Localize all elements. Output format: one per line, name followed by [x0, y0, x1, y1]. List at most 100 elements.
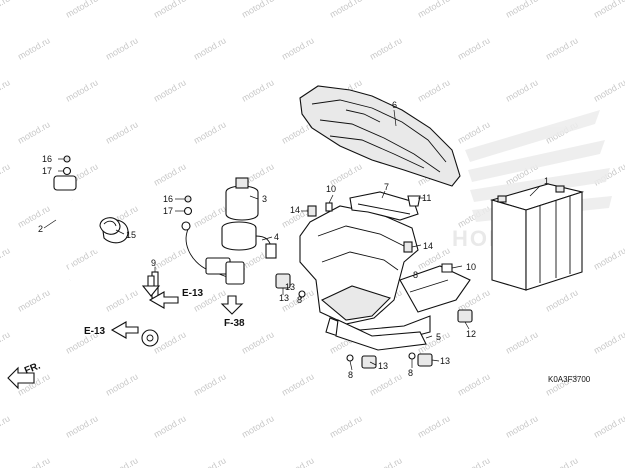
watermark-text: motod.ru: [64, 0, 100, 20]
watermark-text: motod.ru: [416, 413, 452, 439]
watermark-text: motod.ru: [592, 413, 625, 439]
watermark-text: motod.ru: [504, 77, 540, 103]
part-callout-9: 9: [151, 258, 156, 268]
watermark-text: motod.ru: [592, 329, 625, 355]
watermark-text: motod.ru: [64, 413, 100, 439]
front-arrow-icon: [7, 366, 35, 390]
watermark-text: motod.ru: [0, 77, 12, 103]
watermark-text: motod.ru: [456, 35, 492, 61]
watermark-text: motod.ru: [240, 413, 276, 439]
part-4-battery-tray: [299, 205, 471, 343]
front-direction-label: FR.: [23, 360, 42, 376]
part-callout-12: 12: [466, 329, 476, 339]
watermark-text: motod.ru: [152, 161, 188, 187]
part-3-relay: [181, 177, 277, 285]
watermark-text: motod.ru: [104, 35, 140, 61]
watermark-text: motod.ru: [456, 119, 492, 145]
watermark-text: motod.ru: [280, 35, 316, 61]
part-callout-17: 17: [163, 206, 173, 216]
part-callout-8: 8: [348, 370, 353, 380]
watermark-text: motod.ru: [416, 0, 452, 20]
watermark-text: motod.ru: [0, 329, 12, 355]
watermark-text: motod.ru: [504, 413, 540, 439]
part-callout-8: 8: [413, 270, 418, 280]
part-callout-13: 13: [378, 361, 388, 371]
part-callout-3: 3: [262, 194, 267, 204]
part-callout-17: 17: [42, 166, 52, 176]
part-callout-6: 6: [392, 100, 397, 110]
part-callout-10: 10: [466, 262, 476, 272]
part-callout-5: 5: [436, 332, 441, 342]
part-callout-15: 15: [126, 230, 136, 240]
watermark-text: motod.ru: [104, 119, 140, 145]
reference-label-e13-upper: E-13: [182, 288, 204, 299]
reference-labels: E-13 E-13 F-38: [84, 288, 245, 337]
watermark-text: motod.ru: [368, 371, 404, 397]
part-callout-11: 11: [422, 193, 431, 203]
watermark-text: motod.ru: [416, 77, 452, 103]
watermark-text: motod.ru: [368, 455, 404, 468]
part-5-strap: [335, 319, 427, 351]
watermark-text: motod.ru: [152, 245, 188, 271]
part-1-battery: [490, 183, 585, 291]
part-callout-16: 16: [163, 194, 173, 204]
watermark-text: motod.ru: [368, 35, 404, 61]
watermark-text: motod.ru: [280, 371, 316, 397]
watermark-text: motod.ru: [64, 245, 100, 271]
part-callout-4: 4: [274, 232, 279, 242]
watermark-text: motod.ru: [0, 161, 12, 187]
diagram-code: K0A3F3700: [548, 375, 591, 384]
part-6-cover: [299, 85, 461, 187]
watermark-text: motod.ru: [0, 0, 12, 20]
watermark-text: motod.ru: [16, 35, 52, 61]
watermark-text: motod.ru: [152, 413, 188, 439]
watermark-text: motod.ru: [64, 77, 100, 103]
watermark-text: motod.ru: [456, 371, 492, 397]
watermark-text: motod.ru: [0, 413, 12, 439]
part-2-cable: [50, 175, 159, 347]
part-callout-8: 8: [408, 368, 413, 378]
watermark-text: motod.ru: [16, 455, 52, 468]
part-callout-8: 8: [297, 295, 302, 305]
part-7-bracket: [349, 191, 419, 221]
watermark-text: motod.ru: [592, 77, 625, 103]
watermark-text: motod.ru: [152, 329, 188, 355]
watermark-text: motod.ru: [104, 371, 140, 397]
watermark-text: motod.ru: [544, 35, 580, 61]
part-callout-10: 10: [326, 184, 336, 194]
watermark-text: motod.ru: [240, 0, 276, 20]
reference-arrows: [7, 275, 244, 390]
watermark-text: motod.ru: [16, 203, 52, 229]
watermark-text: motod.ru: [544, 287, 580, 313]
watermark-text: motod.ru: [280, 455, 316, 468]
leader-lines: [43, 109, 541, 371]
watermark-text: motod.ru: [504, 329, 540, 355]
watermark-text: motod.ru: [328, 0, 364, 20]
watermark-text: motod.ru: [240, 77, 276, 103]
watermark-text: motod.ru: [592, 0, 625, 20]
part-callout-7: 7: [384, 182, 389, 192]
part-callout-1: 1: [544, 176, 549, 186]
part-callout-2: 2: [38, 224, 43, 234]
watermark-text: motod.ru: [192, 371, 228, 397]
watermark-text: motod.ru: [152, 77, 188, 103]
watermark-text: motod.ru: [192, 35, 228, 61]
watermark-text: motod.ru: [16, 119, 52, 145]
part-callout-13: 13: [440, 356, 450, 366]
part-callout-13: 13: [285, 282, 295, 292]
watermark-text: motod.ru: [456, 455, 492, 468]
part-callout-14: 14: [423, 241, 433, 251]
watermark-text: motod.ru: [104, 455, 140, 468]
reference-label-e13-lower: E-13: [84, 326, 106, 337]
watermark-text: motod.ru: [152, 0, 188, 20]
watermark-text: motod.ru: [192, 119, 228, 145]
part-callout-16: 16: [42, 154, 52, 164]
part-15-clamp: [99, 217, 121, 235]
watermark-text: motod.ru: [328, 413, 364, 439]
part-callout-14: 14: [290, 205, 300, 215]
watermark-text: motod.ru: [240, 329, 276, 355]
part-callout-13: 13: [279, 293, 289, 303]
